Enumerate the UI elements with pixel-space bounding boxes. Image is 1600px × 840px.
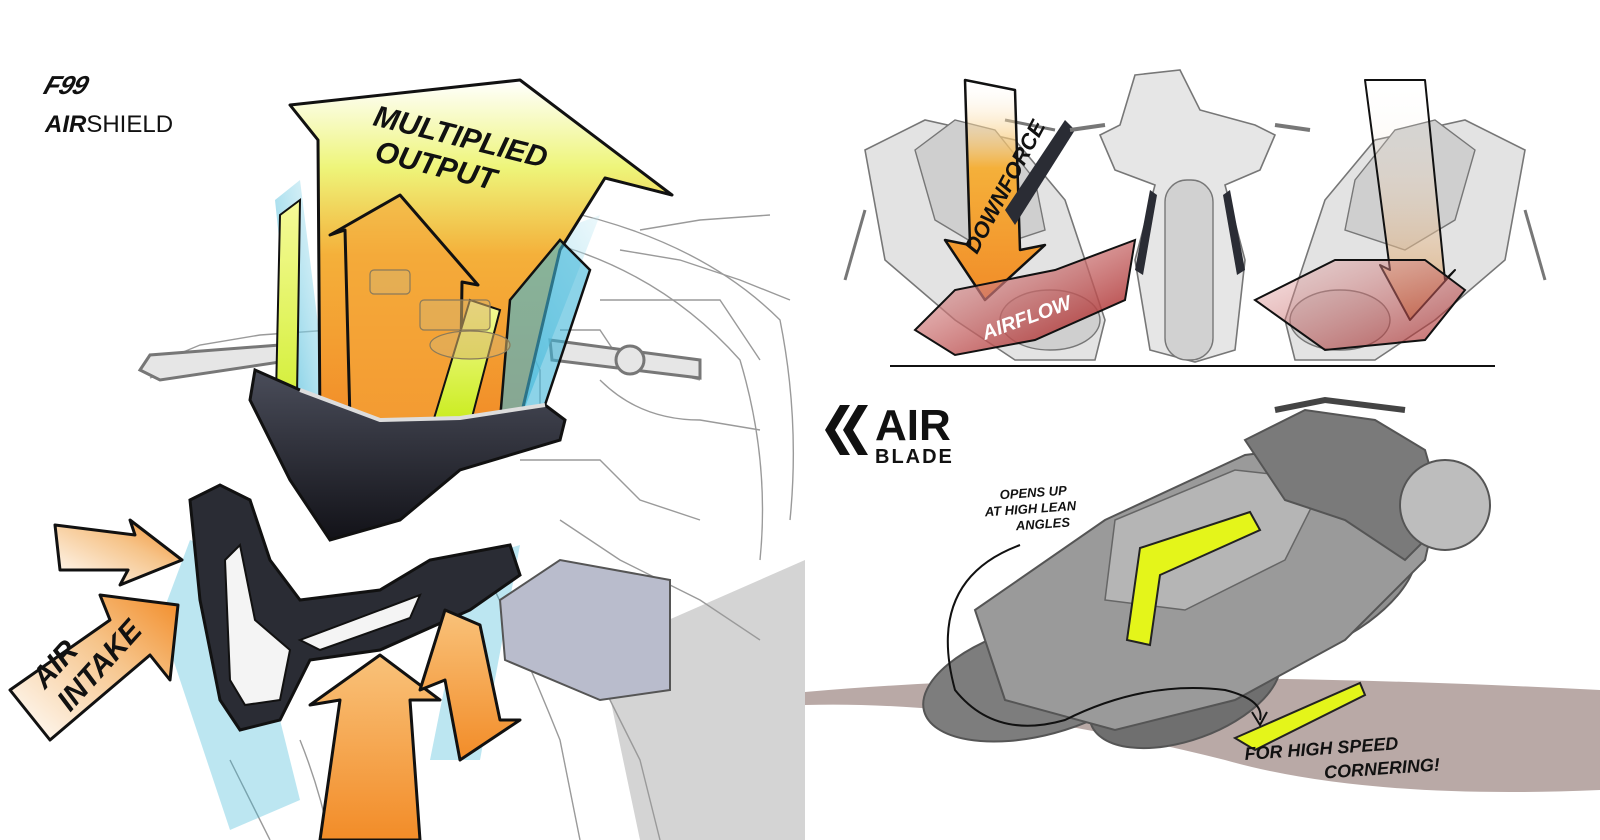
airblade-logo: AIR BLADE (825, 401, 954, 468)
headlight-drl-right (297, 593, 422, 652)
airshield-wordmark: AIR SHIELD (45, 111, 173, 139)
winglet-left (1005, 120, 1075, 225)
intake-arrow-bottom (308, 653, 442, 840)
headlight-drl-left (223, 542, 292, 707)
downforce-arrow-left (943, 78, 1047, 302)
airblade-logo-air: AIR (875, 401, 951, 450)
airblade-illustration: DOWNFORCE AIRFLOW (805, 69, 1600, 792)
front-bike-center (1069, 69, 1311, 363)
airblade-sketch-panel: DOWNFORCE AIRFLOW (805, 0, 1600, 840)
lean-note-line1: OPENS UP (999, 483, 1067, 503)
model-logo-text: F99 (40, 70, 92, 100)
dashboard-detail (369, 269, 511, 360)
airblade-winglet (1125, 510, 1262, 647)
airblade-lower-winglet (1232, 681, 1367, 752)
wordmark-suffix: SHIELD (86, 111, 174, 138)
airshield-sketch-panel: MULTIPLIED OUTPUT AIR INTAKE F99 AIR SHI… (8, 70, 805, 840)
lean-note-line3: ANGLES (1014, 514, 1070, 533)
pointer-arrowhead (1251, 711, 1268, 728)
intake-arrow-upper (53, 518, 184, 587)
airshield-illustration: MULTIPLIED OUTPUT AIR INTAKE (8, 78, 805, 840)
intake-arrow-right (418, 608, 522, 762)
visor-rim (299, 388, 546, 423)
airflow-wing-right (1253, 259, 1467, 352)
leaning-bike (922, 396, 1491, 752)
lean-angle-pointer (946, 544, 1262, 727)
airblade-logo-blade: BLADE (875, 446, 954, 468)
airshield-logo: F99 AIR SHIELD (40, 70, 173, 139)
side-fairing-panel (498, 558, 671, 702)
intake-arrow-lower (8, 593, 180, 742)
right-side-arrow (498, 238, 592, 422)
lean-note-line2: AT HIGH LEAN (983, 498, 1077, 519)
wordmark-prefix: AIR (45, 111, 87, 138)
lean-angle-note: OPENS UP AT HIGH LEAN ANGLES (983, 483, 1077, 534)
airflow-wing-left (913, 238, 1137, 357)
